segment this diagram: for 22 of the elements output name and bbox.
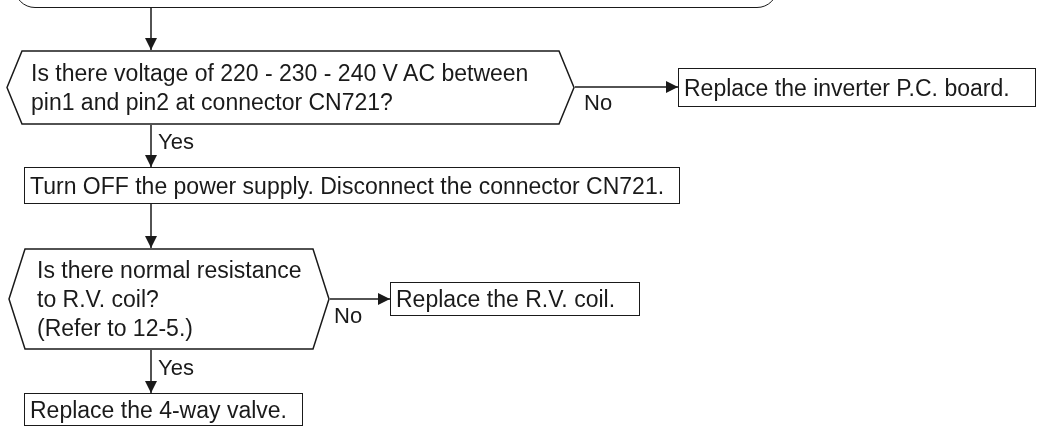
step-text: Replace the inverter P.C. board. <box>684 74 1010 101</box>
process-box <box>678 68 1036 107</box>
question-text: Is there normal resistance to R.V. coil? <box>37 255 303 314</box>
arrow <box>145 203 157 249</box>
edge-label: No <box>334 305 363 327</box>
decision-hexagon <box>8 248 330 350</box>
process-box <box>24 167 680 204</box>
arrow <box>145 349 157 394</box>
process-box <box>390 282 640 316</box>
edge-label: No <box>584 92 613 114</box>
edge-label: Yes <box>158 357 194 379</box>
edge-label: Yes <box>158 131 194 153</box>
process-box <box>24 393 303 426</box>
arrow <box>145 124 157 168</box>
question-text: Is there voltage of 220 - 230 - 240 V AC between pin1 and pin2 at connector CN721? <box>31 58 530 117</box>
question-text: (Refer to 12-5.) <box>37 313 194 343</box>
arrow <box>574 81 679 93</box>
arrow <box>329 293 391 305</box>
step-text: Replace the R.V. coil. <box>396 286 616 312</box>
arrow <box>145 7 157 51</box>
step-text: Replace the 4-way valve. <box>30 396 287 423</box>
step-text: Turn OFF the power supply. Disconnect the connector CN721. <box>30 172 665 199</box>
